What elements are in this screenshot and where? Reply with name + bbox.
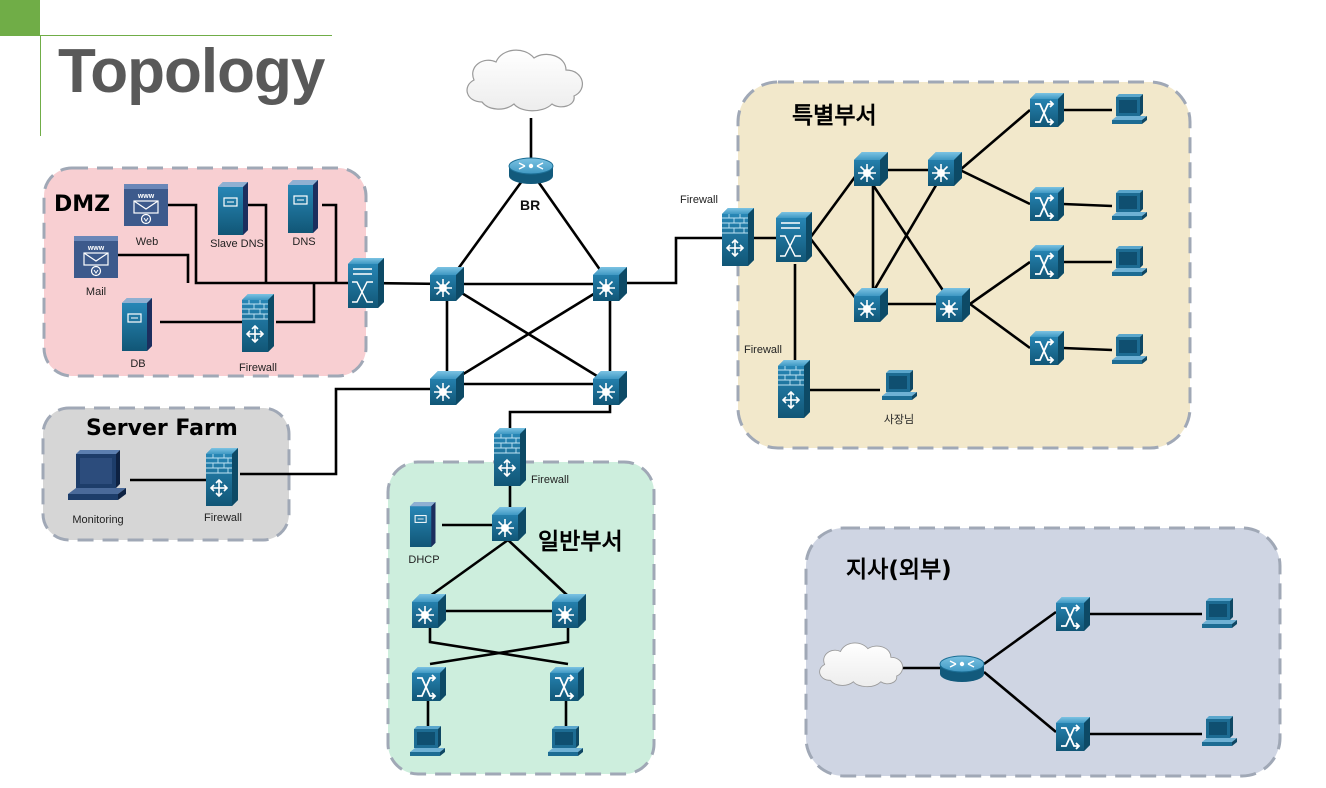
- general-dist-switch-icon[interactable]: [411, 593, 447, 629]
- core-switch-icon[interactable]: [429, 266, 465, 302]
- server-farm-firewall-label: Firewall: [204, 512, 242, 524]
- special-dept-switch-icon[interactable]: [775, 211, 813, 263]
- access-switch-icon[interactable]: [1029, 186, 1065, 222]
- pc-icon[interactable]: [1202, 598, 1237, 628]
- dmz-firewall-label: Firewall: [239, 362, 277, 374]
- branch-zone-title: 지사(외부): [846, 557, 952, 583]
- ceo-firewall-icon[interactable]: [777, 359, 811, 419]
- dist-switch-icon[interactable]: [935, 287, 971, 323]
- core-switch-icon[interactable]: [592, 266, 628, 302]
- pc-icon[interactable]: [1112, 94, 1147, 124]
- core-switch-icon[interactable]: [429, 370, 465, 406]
- dhcp-label: DHCP: [408, 554, 440, 566]
- mail-server-icon[interactable]: [73, 235, 119, 279]
- server-farm-zone: [41, 406, 291, 542]
- special-dept-firewall-label: Firewall: [680, 194, 718, 206]
- pc-icon[interactable]: [1112, 246, 1147, 276]
- access-switch-icon[interactable]: [1029, 244, 1065, 280]
- special-dept-firewall-icon[interactable]: [721, 207, 755, 267]
- db-label: DB: [130, 358, 146, 370]
- mail-label: Mail: [85, 286, 107, 298]
- pc-icon[interactable]: [410, 726, 445, 756]
- dmz-zone-title: DMZ: [54, 192, 111, 217]
- pc-icon[interactable]: [1112, 334, 1147, 364]
- dns-server-icon[interactable]: [287, 179, 319, 234]
- dns-label: DNS: [292, 236, 316, 248]
- branch-switch-icon[interactable]: [1055, 716, 1091, 752]
- dist-switch-icon[interactable]: [927, 151, 963, 187]
- general-core-switch-icon[interactable]: [491, 506, 527, 542]
- ceo-pc-icon[interactable]: [882, 370, 917, 400]
- pc-icon[interactable]: [1202, 716, 1237, 746]
- web-server-icon[interactable]: [123, 183, 169, 227]
- dist-switch-icon[interactable]: [853, 151, 889, 187]
- web-label: Web: [135, 236, 159, 248]
- monitoring-label: Monitoring: [72, 514, 124, 526]
- general-dept-firewall-icon[interactable]: [493, 427, 527, 487]
- pc-icon[interactable]: [548, 726, 583, 756]
- br-router-icon[interactable]: [508, 157, 554, 185]
- general-access-switch-icon[interactable]: [411, 666, 447, 702]
- ceo-label: 사장님: [883, 414, 915, 426]
- server-farm-firewall-icon[interactable]: [205, 447, 239, 507]
- general-dept-firewall-label: Firewall: [531, 474, 569, 486]
- general-dist-switch-icon[interactable]: [551, 593, 587, 629]
- access-switch-icon[interactable]: [1029, 92, 1065, 128]
- dhcp-server-icon[interactable]: [409, 501, 437, 548]
- pc-icon[interactable]: [1112, 190, 1147, 220]
- dmz-switch-icon[interactable]: [347, 257, 385, 309]
- server-farm-zone-title: Server Farm: [86, 416, 238, 441]
- db-server-icon[interactable]: [121, 297, 153, 352]
- br-label: BR: [520, 197, 541, 213]
- dmz-firewall-icon[interactable]: [241, 293, 275, 353]
- branch-switch-icon[interactable]: [1055, 596, 1091, 632]
- ceo-firewall-label: Firewall: [744, 344, 782, 356]
- monitoring-pc-icon[interactable]: [68, 450, 126, 500]
- title-accent-tab: [0, 0, 40, 36]
- network-links: [118, 108, 1202, 736]
- title-rule-vertical: [40, 36, 41, 136]
- slave-dns-server-icon[interactable]: [217, 181, 249, 236]
- branch-zone: [804, 526, 1282, 778]
- general-dept-zone-title: 일반부서: [538, 529, 623, 555]
- branch-router-icon[interactable]: [939, 655, 985, 683]
- slave-dns-label: Slave DNS: [210, 238, 264, 250]
- general-access-switch-icon[interactable]: [549, 666, 585, 702]
- special-dept-zone-title: 특별부서: [792, 103, 877, 129]
- page-title: Topology: [58, 37, 325, 106]
- title-rule: [40, 35, 332, 36]
- access-switch-icon[interactable]: [1029, 330, 1065, 366]
- internet-cloud-icon: [466, 49, 584, 112]
- core-switch-icon[interactable]: [592, 370, 628, 406]
- dist-switch-icon[interactable]: [853, 287, 889, 323]
